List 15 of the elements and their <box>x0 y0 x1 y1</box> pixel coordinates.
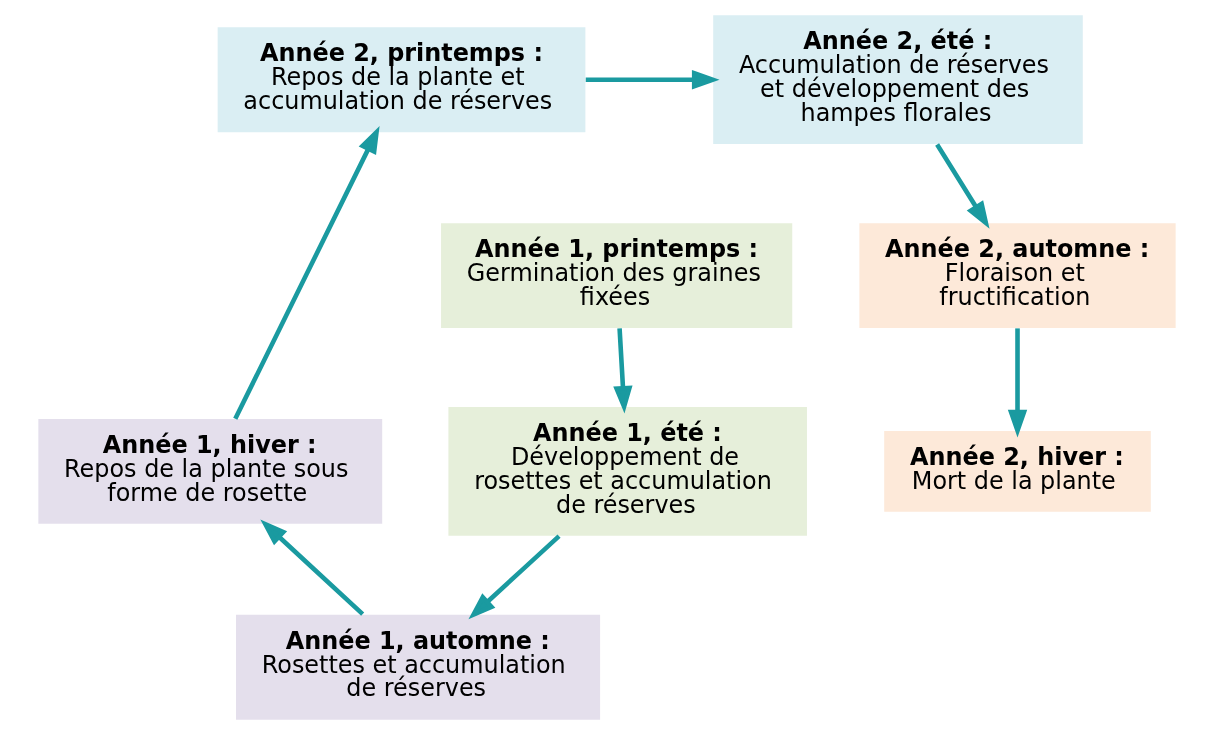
arrow <box>259 519 364 616</box>
node-box: Année 1, printemps : Germination des graines fixées <box>440 223 792 328</box>
node-box: Année 2, été : Accumulation de réserves et développement des hampes florales <box>712 15 1083 145</box>
node-box: Année 2, hiver : Mort de la plante <box>883 430 1151 512</box>
node-box: Année 2, automne : Floraison et fructification <box>858 223 1176 328</box>
node-box: Année 1, été : Développement de rosettes et accumulation de réserves <box>447 407 807 536</box>
arrow <box>232 126 380 420</box>
arrow <box>1007 328 1027 438</box>
arrow <box>612 328 633 414</box>
node-box: Année 1, automne : Rosettes et accumulation de réserves <box>235 614 600 720</box>
arrow <box>467 534 561 620</box>
arrow <box>934 143 990 229</box>
node-box: Année 2, printemps : Repos de la plante et accumulation de réserves <box>217 27 585 133</box>
node-box: Année 1, hiver : Repos de la plante sous forme de rosette <box>37 419 382 524</box>
arrow <box>585 70 720 90</box>
